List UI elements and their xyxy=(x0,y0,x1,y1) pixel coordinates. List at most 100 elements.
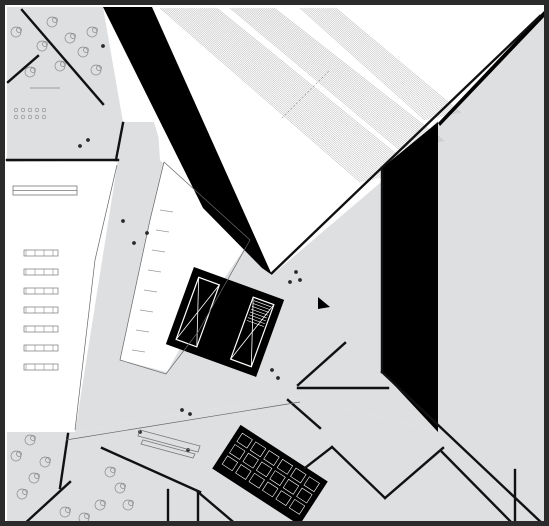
step-line xyxy=(139,309,154,313)
wall-lines xyxy=(5,8,547,526)
terrace-line xyxy=(236,7,407,149)
grid-cell xyxy=(290,467,307,484)
terrace-line xyxy=(242,7,413,148)
terrace-cross-line xyxy=(281,69,331,119)
step-line xyxy=(147,269,162,273)
bench-group xyxy=(23,249,59,371)
plaza-bench-group xyxy=(13,87,60,120)
tree-canopy-detail xyxy=(16,27,22,33)
core-cross-line xyxy=(175,284,220,340)
terrace-line xyxy=(318,7,445,117)
pedestrian-figure-icon xyxy=(180,408,184,412)
wall-bottom-left-edge xyxy=(58,432,70,490)
south-pavilion-footprint xyxy=(212,424,328,526)
terrace-line xyxy=(193,7,394,176)
pedestrian-figure-icon xyxy=(298,278,302,282)
terrace-line xyxy=(180,7,382,178)
terrace-line xyxy=(182,7,384,178)
tree-canopy-detail xyxy=(34,473,40,479)
walkway-grid-line xyxy=(65,401,301,441)
pedestrian-figure-icon xyxy=(188,412,192,416)
terrace-line xyxy=(269,7,441,143)
grid-cell xyxy=(296,487,313,504)
terrace-line xyxy=(301,7,428,120)
tree-canopy-group xyxy=(10,16,134,524)
stair-tread xyxy=(252,303,271,310)
terrace-line xyxy=(195,7,396,176)
terrace-line xyxy=(216,7,417,171)
grid-cell xyxy=(255,461,273,478)
wall-top-left-short xyxy=(6,54,40,84)
grid-cell xyxy=(282,478,300,495)
terrace-line xyxy=(267,7,438,143)
grid-cell xyxy=(276,458,294,475)
walkway-edge-left xyxy=(74,164,118,431)
pedestrian-figure-icon xyxy=(294,270,298,274)
terrace-line xyxy=(244,7,415,148)
wedge-building xyxy=(103,7,272,275)
pedestrian-figure-group xyxy=(78,44,302,452)
chair-icon xyxy=(34,107,40,113)
terrace-line xyxy=(208,7,409,173)
stair-tread xyxy=(247,317,265,325)
step-line xyxy=(159,209,174,213)
long-bench-south xyxy=(137,429,201,453)
grid-cell xyxy=(248,472,265,489)
terrace-line xyxy=(252,7,424,146)
walkway-edge-inner xyxy=(119,161,251,375)
step-line xyxy=(131,349,146,353)
tree-canopy-detail xyxy=(100,500,106,506)
terrace-line xyxy=(271,7,443,142)
terrace-line xyxy=(259,7,430,145)
tree-canopy-detail xyxy=(16,451,22,457)
tree-canopy-detail xyxy=(65,507,71,513)
wall-plaza-right xyxy=(114,121,125,162)
grid-cell xyxy=(249,441,267,458)
bench-icon xyxy=(23,363,59,371)
terrace-line xyxy=(174,7,375,180)
tree-canopy-detail xyxy=(30,67,36,73)
terrace-line xyxy=(327,7,453,115)
tree-canopy-detail xyxy=(110,467,116,473)
terrace-line xyxy=(299,7,426,121)
stair-tread xyxy=(248,314,266,322)
tree-canopy-detail xyxy=(52,17,58,23)
chair-icon xyxy=(13,114,19,120)
terrace-line xyxy=(231,7,403,150)
pedestrian-figure-icon xyxy=(121,219,125,223)
terrace-line xyxy=(187,7,388,177)
chair-icon xyxy=(27,114,33,120)
wall-inner-5 xyxy=(383,446,445,500)
building-masses xyxy=(103,7,545,432)
pedestrian-figure-icon xyxy=(101,44,105,48)
terrace-line xyxy=(240,7,411,149)
terrace-line xyxy=(263,7,434,144)
wall-main-diagonal xyxy=(270,14,542,275)
terrace-line xyxy=(265,7,436,144)
wall-south-left xyxy=(100,446,202,494)
terrace-line xyxy=(273,7,445,142)
terrace-line xyxy=(333,7,459,114)
wall-top-left-diagonal xyxy=(20,8,105,106)
tree-canopy-detail xyxy=(60,61,66,67)
terrace-line xyxy=(214,7,415,172)
wall-inner-1 xyxy=(296,341,347,387)
pavilion-right-core xyxy=(229,296,275,368)
bench-icon xyxy=(23,287,59,295)
wall-south-step xyxy=(196,490,240,526)
tree-canopy-detail xyxy=(42,41,48,47)
tree-canopy-detail xyxy=(84,513,90,519)
bench-icon xyxy=(23,325,59,333)
grid-cell xyxy=(235,464,252,480)
grid-cell xyxy=(303,476,320,493)
terrace-line xyxy=(203,7,405,174)
grid-cell xyxy=(263,450,280,466)
wall-inner-4 xyxy=(330,445,387,500)
terrace-line xyxy=(304,7,430,120)
terrace-line xyxy=(261,7,432,144)
step-lines xyxy=(131,209,174,353)
tree-canopy-detail xyxy=(22,489,28,495)
